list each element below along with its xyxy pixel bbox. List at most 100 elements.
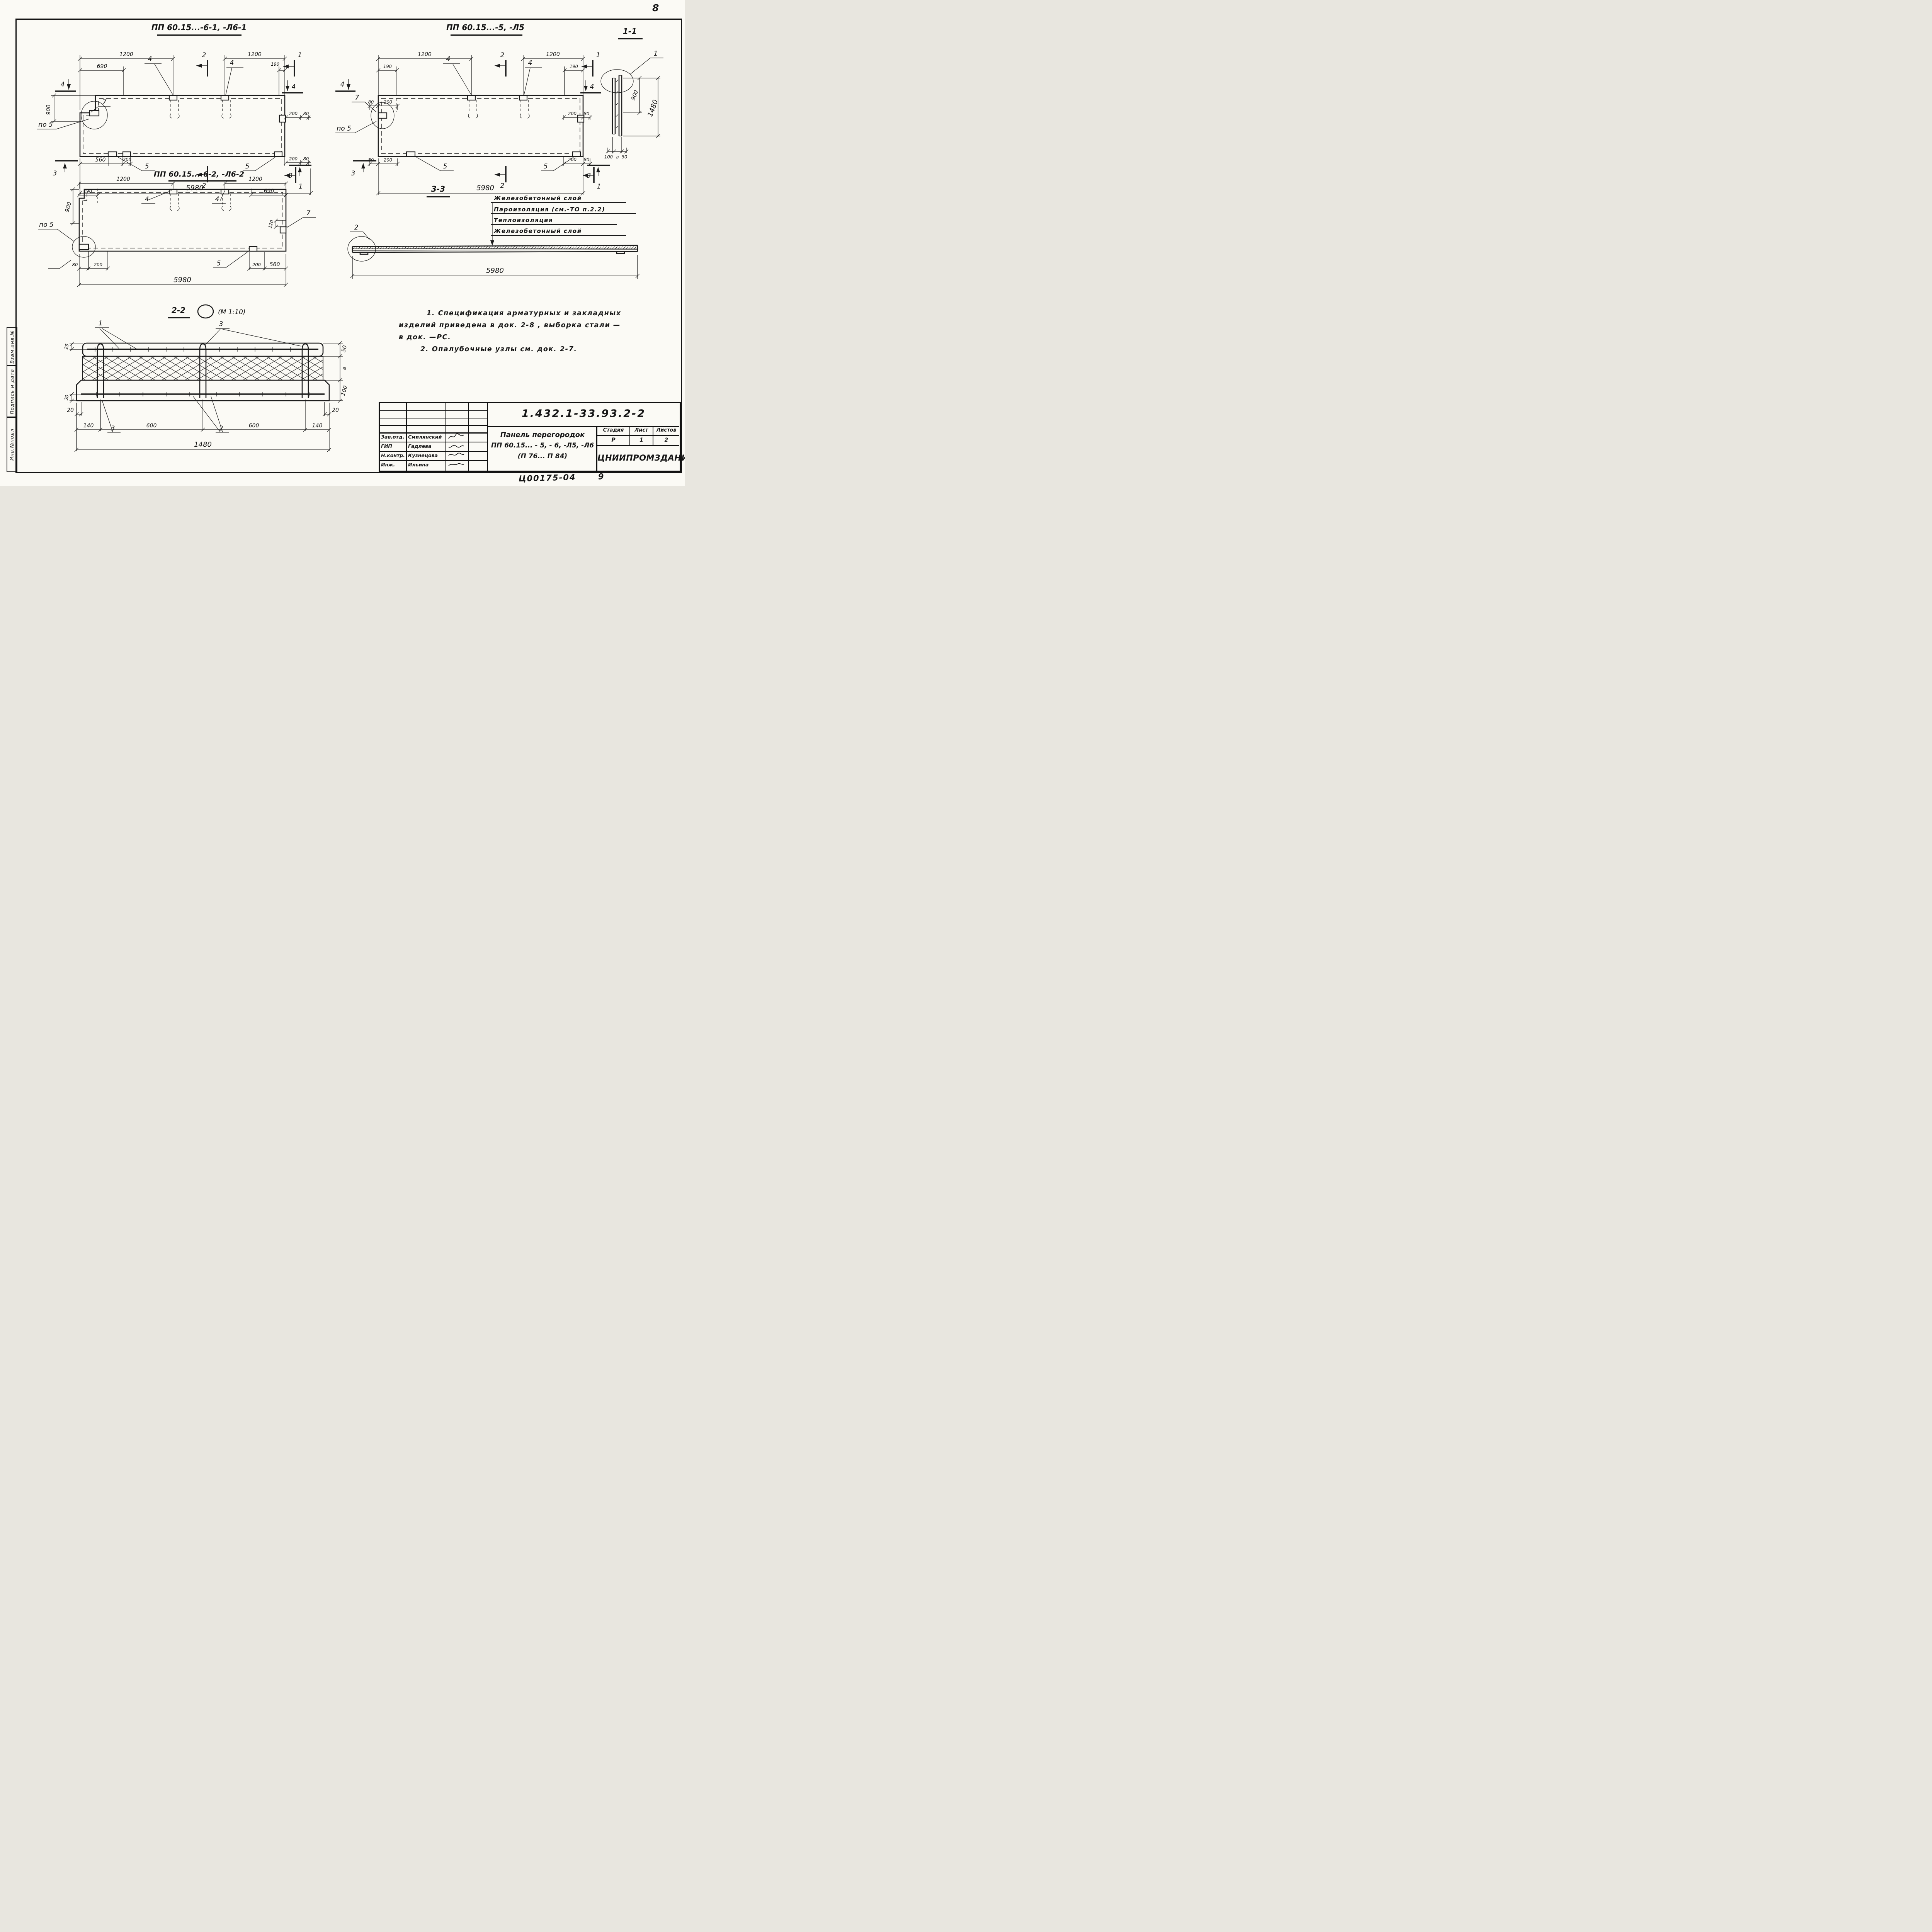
panel-strip — [348, 236, 638, 261]
section-mark-4: 4 — [61, 81, 65, 88]
callout-po5: по 5 — [39, 221, 54, 229]
section-mark-1: 1 — [299, 183, 303, 190]
sheet-page-number: 8 — [652, 2, 659, 14]
drawing-sheet: 8 Взам.инв.№ Подпись и дата Инв.№подл ПП… — [0, 0, 685, 486]
extension-lines — [608, 78, 660, 153]
panel-outline — [378, 95, 583, 156]
embedded-items — [371, 95, 584, 156]
dim-label: 1200 — [119, 51, 133, 58]
sheet-frame — [15, 19, 682, 473]
dim-label: 200 — [384, 157, 392, 163]
dim-label: 20 — [67, 407, 74, 413]
callout-5: 5 — [217, 260, 221, 267]
detail-circle — [72, 236, 95, 257]
callout-4: 4 — [528, 59, 532, 67]
section-mark-2: 2 — [202, 51, 206, 59]
notes-block: 1. Спецификация арматурных и закладных и… — [399, 308, 657, 355]
dim-label: 80 — [303, 111, 309, 116]
section-3-3-drawing: 3-3 Железобетонный слой Пароизоляция (см… — [346, 184, 663, 298]
dim-label: 1200 — [248, 176, 262, 182]
dim-label: 190 — [83, 189, 92, 194]
dimension-labels: 1200 1200 690 190 900 560 200 200 80 200… — [46, 51, 309, 192]
detail-circle — [348, 236, 376, 261]
stamp-title-line: ПП 60.15... - 5, - 6, -Л5, -Л6 — [491, 442, 594, 449]
dim-label: в — [341, 366, 348, 371]
layer-labels: Железобетонный слой Пароизоляция (см.-ТО… — [490, 195, 636, 246]
section-title: 3-3 — [431, 184, 445, 194]
dimension-lines — [606, 76, 660, 153]
dim-label: 190 — [570, 64, 578, 69]
panel-title: ПП 60.15...-5, -Л5 — [446, 23, 524, 32]
callout-7: 7 — [306, 209, 311, 217]
section-mark-2: 2 — [202, 182, 206, 190]
stamp-stage-label: Стадия — [603, 427, 624, 433]
dim-label: 900 — [46, 105, 52, 115]
archive-code: Ц00175-04 9 — [519, 472, 605, 483]
stamp-title-line: (П 76... П 84) — [517, 452, 568, 460]
callout-5: 5 — [544, 163, 548, 170]
section-mark-4: 4 — [292, 83, 296, 91]
callout-4: 4 — [446, 55, 451, 63]
section-marks: 2 2 1 1 4 4 3 3 — [53, 51, 311, 190]
callout-1: 1 — [99, 320, 103, 327]
callout-po5: по 5 — [38, 121, 53, 129]
margin-box-vzam: Взам.инв.№ — [7, 327, 17, 366]
callout-2: 2 — [219, 425, 223, 432]
archive-code-number: Ц00175-04 — [518, 473, 576, 483]
dim-label: 200 — [123, 157, 131, 162]
margin-box-podpis: Подпись и дата — [7, 365, 17, 418]
dim-label: 690 — [264, 188, 274, 194]
callouts: по 5 7 4 4 5 5 — [335, 55, 573, 171]
dim-label: 80 — [368, 99, 374, 105]
signature-scribble — [448, 452, 465, 460]
dim-label: 140 — [83, 423, 94, 429]
callouts: 1 3 3 2 — [95, 320, 301, 433]
dim-label: 5980 — [476, 184, 494, 192]
dimension-lines — [70, 341, 342, 452]
panel-62-plan-drawing: ПП 60.15...-6-2, -Л6-2 1200 1200 190 690… — [32, 170, 326, 296]
dimension-lines — [52, 57, 313, 195]
callout-5: 5 — [443, 163, 447, 170]
dim-label: 5980 — [186, 184, 204, 192]
dim-label: 140 — [312, 423, 323, 429]
section-mark-2: 2 — [500, 182, 505, 190]
callout-4: 4 — [148, 55, 152, 63]
callouts: 1 — [630, 50, 663, 74]
dim-label: 900 — [630, 89, 639, 101]
dim-label: 200 — [289, 156, 298, 162]
callout-1: 1 — [654, 50, 658, 58]
section-marks: 2 2 1 1 4 4 3 3 — [335, 51, 610, 190]
section-mark-2: 2 — [500, 51, 505, 59]
dimension-labels: 1200 1200 190 690 900 120 80 200 200 560… — [64, 176, 280, 284]
callouts: 4 4 по 5 7 5 — [38, 190, 316, 269]
section-mark-1: 1 — [597, 183, 601, 190]
stamp-role: Н.контр. — [381, 452, 405, 458]
callout-po5: по 5 — [337, 125, 351, 133]
dimension-labels: 1200 1200 190 190 80 200 80 200 200 80 2… — [368, 51, 590, 192]
stirrups — [97, 344, 308, 398]
callout-2: 2 — [354, 224, 359, 231]
extension-lines — [70, 182, 287, 286]
section-title: 2-2 — [172, 306, 185, 315]
panel-61-plan-drawing: ПП 60.15...-6-1, -Л6-1 1200 1200 690 190… — [32, 23, 326, 198]
stamp-role: Зав.отд. — [381, 434, 405, 440]
dim-label: 190 — [271, 61, 279, 67]
panel-title: ПП 60.15...-6-2, -Л6-2 — [154, 170, 244, 179]
dim-label: 1480 — [646, 99, 660, 118]
dimension-lines — [71, 182, 288, 287]
dim-label: в — [616, 154, 619, 160]
stamp-name: Смилянский — [408, 434, 442, 440]
callout-3: 3 — [219, 320, 223, 328]
scale-label: (М 1:10) — [218, 308, 246, 316]
layer-label: Железобетонный слой — [493, 195, 582, 202]
dim-label: 5980 — [486, 267, 504, 275]
detail-circle — [601, 70, 633, 93]
title-block: Зав.отд. Смилянский ГИП Гадлева Н.контр.… — [379, 402, 685, 472]
margin-label: Инв.№подл — [9, 428, 15, 461]
top-concrete-layer — [83, 343, 323, 356]
layer-label: Пароизоляция (см.-ТО п.2.2) — [494, 206, 605, 213]
stamp-name: Гадлева — [408, 443, 432, 449]
dim-label: 1480 — [194, 440, 212, 449]
section-1-1-drawing: 1-1 1 900 1480 100 в 50 — [597, 27, 685, 160]
section-mark-3: 3 — [289, 172, 293, 180]
